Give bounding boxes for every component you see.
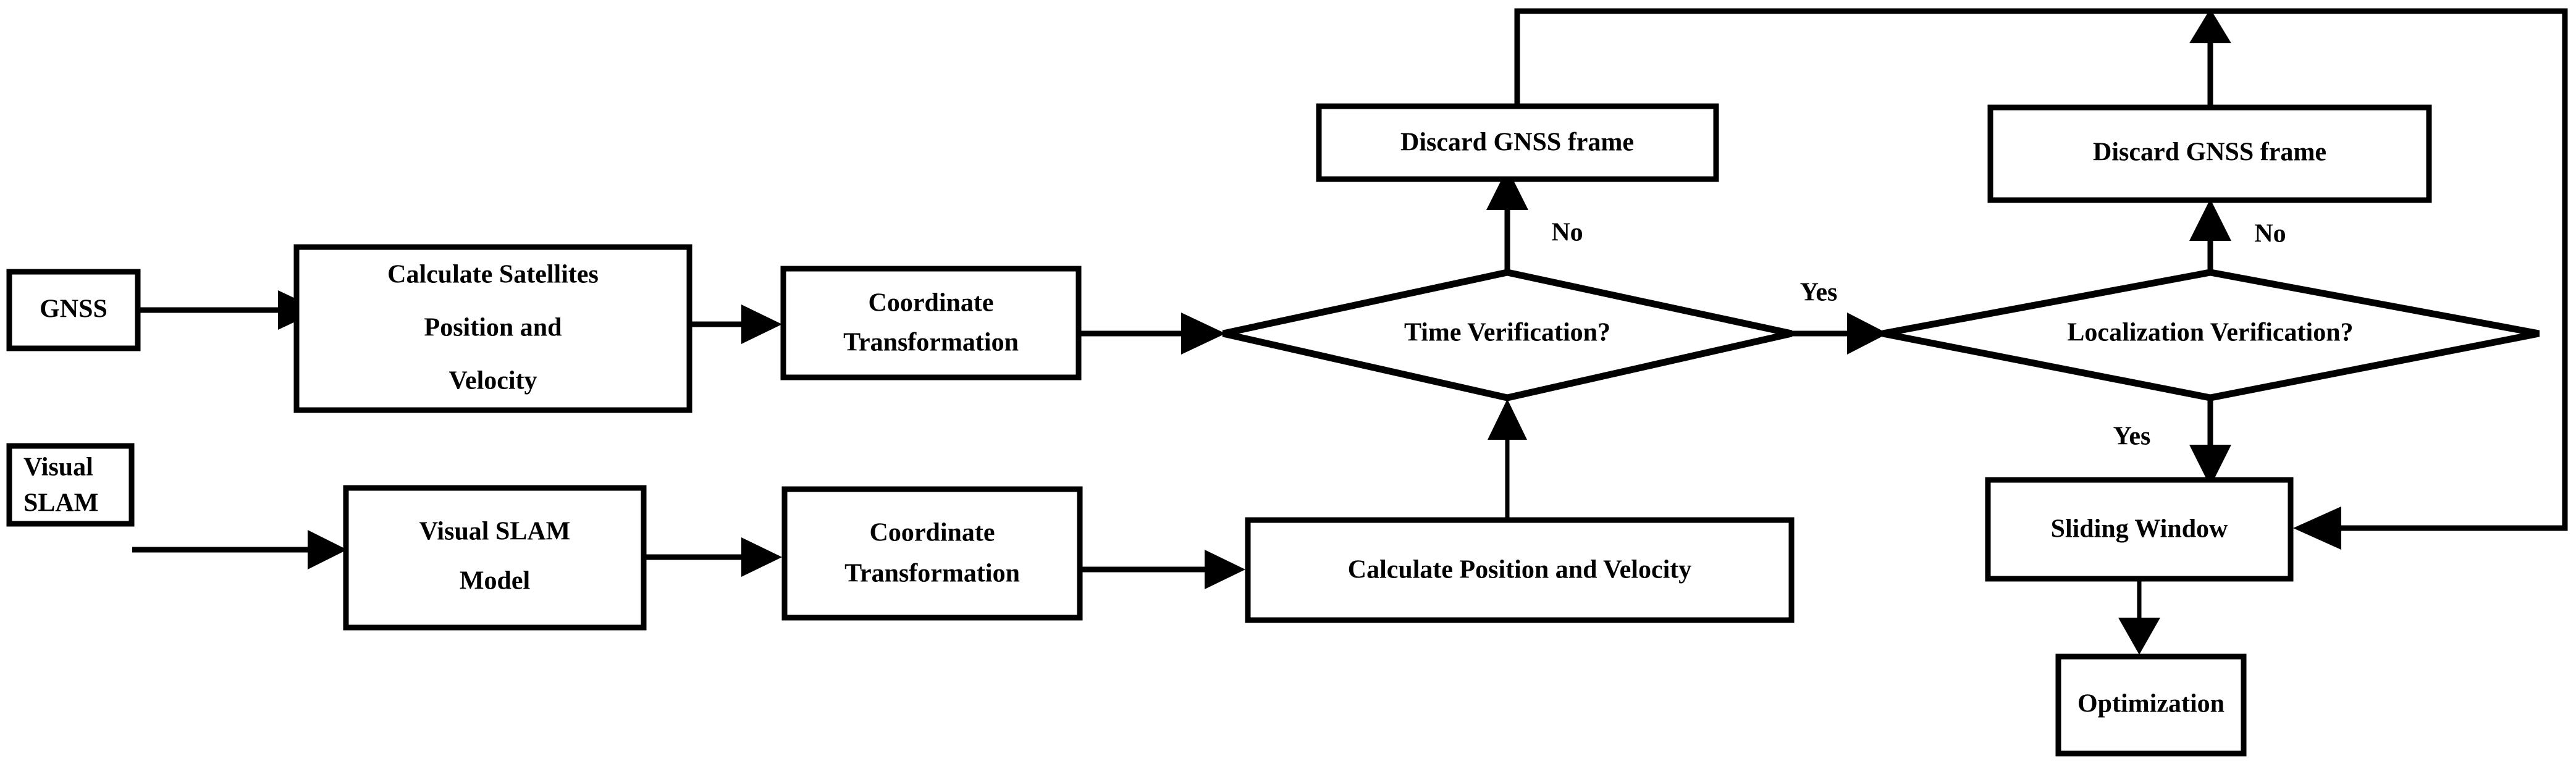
coordinate-transformation-bottom-box (781, 486, 1083, 621)
edge-localization-yes: Yes (2113, 398, 2231, 487)
node-discard-gnss-frame-left: Discard GNSS frame (1316, 103, 1719, 182)
visual-slam-line1: Visual (23, 453, 93, 482)
visual-slam-model-box (343, 485, 647, 631)
edge-calcposvel-to-timeverification (1488, 399, 1527, 520)
discard-gnss-frame-left-label: Discard GNSS frame (1400, 128, 1634, 157)
time-verification-label: Time Verification? (1404, 319, 1610, 347)
edge-coordbottom-to-calcposvel (1080, 550, 1245, 589)
sliding-window-label: Sliding Window (2051, 515, 2228, 544)
node-calculate-position-velocity: Calculate Position and Velocity (1245, 517, 1795, 623)
node-calculate-satellites: Calculate Satellites Position and Veloci… (293, 244, 692, 413)
coordinate-transformation-top-line1: Coordinate (869, 289, 994, 317)
edge-visualslam-to-model (132, 530, 347, 569)
coordinate-transformation-bottom-line2: Transformation (844, 560, 1020, 588)
edge-time-yes: Yes (1791, 279, 1888, 355)
coordinate-transformation-top-line2: Transformation (843, 329, 1019, 357)
time-no-label: No (1551, 219, 1583, 247)
localization-no-label: No (2254, 220, 2286, 248)
node-optimization: Optimization (2055, 653, 2247, 757)
node-coordinate-transformation-top: Coordinate Transformation (780, 266, 1082, 380)
node-localization-verification: Localization Verification? (1882, 269, 2540, 401)
node-sliding-window: Sliding Window (1985, 477, 2294, 582)
edge-return-to-sliding-window (2293, 506, 2568, 550)
edge-discard-right-to-top-rail (2189, 9, 2231, 107)
edge-slidingwindow-to-optimization (2118, 579, 2160, 655)
edge-gnss-to-calc-sat (138, 290, 320, 330)
optimization-label: Optimization (2077, 690, 2225, 718)
localization-yes-label: Yes (2113, 422, 2151, 451)
coordinate-transformation-bottom-line1: Coordinate (870, 519, 995, 547)
visual-slam-box (6, 443, 135, 527)
edge-localization-no: No (2189, 199, 2286, 272)
visual-slam-line2: SLAM (23, 489, 98, 518)
node-visual-slam-model: Visual SLAM Model (343, 485, 647, 631)
gnss-box (6, 269, 141, 351)
calculate-satellites-line2: Position and (424, 314, 562, 342)
gnss-label: GNSS (40, 295, 107, 324)
node-discard-gnss-frame-right: Discard GNSS frame (1987, 104, 2432, 203)
visual-slam-model-line2: Model (460, 567, 530, 595)
visual-slam-model-line1: Visual SLAM (419, 518, 571, 546)
edge-discard-left-feedback (1514, 8, 2568, 519)
calculate-position-velocity-box (1245, 517, 1795, 623)
edge-model-to-coordbottom (644, 537, 782, 577)
localization-verification-diamond (1882, 269, 2540, 401)
calculate-satellites-box (293, 244, 692, 413)
time-yes-label: Yes (1800, 279, 1838, 307)
edge-time-no: No (1486, 168, 1583, 272)
calculate-position-velocity-label: Calculate Position and Velocity (1348, 556, 1692, 584)
calculate-satellites-line1: Calculate Satellites (387, 261, 599, 289)
optimization-box (2055, 653, 2247, 757)
edge-calcsat-to-coordtop (689, 304, 782, 344)
discard-gnss-frame-left-box (1316, 103, 1719, 182)
sliding-window-box (1985, 477, 2294, 582)
calculate-satellites-line3: Velocity (448, 367, 537, 395)
node-time-verification: Time Verification? (1222, 269, 1793, 401)
edge-coordtop-to-timeverification (1079, 313, 1226, 355)
coordinate-transformation-top-box (780, 266, 1082, 380)
node-coordinate-transformation-bottom: Coordinate Transformation (781, 486, 1083, 621)
localization-verification-label: Localization Verification? (2067, 319, 2353, 347)
node-visual-slam: Visual SLAM (6, 443, 135, 527)
discard-gnss-frame-right-label: Discard GNSS frame (2093, 138, 2326, 167)
node-gnss: GNSS (6, 269, 141, 351)
